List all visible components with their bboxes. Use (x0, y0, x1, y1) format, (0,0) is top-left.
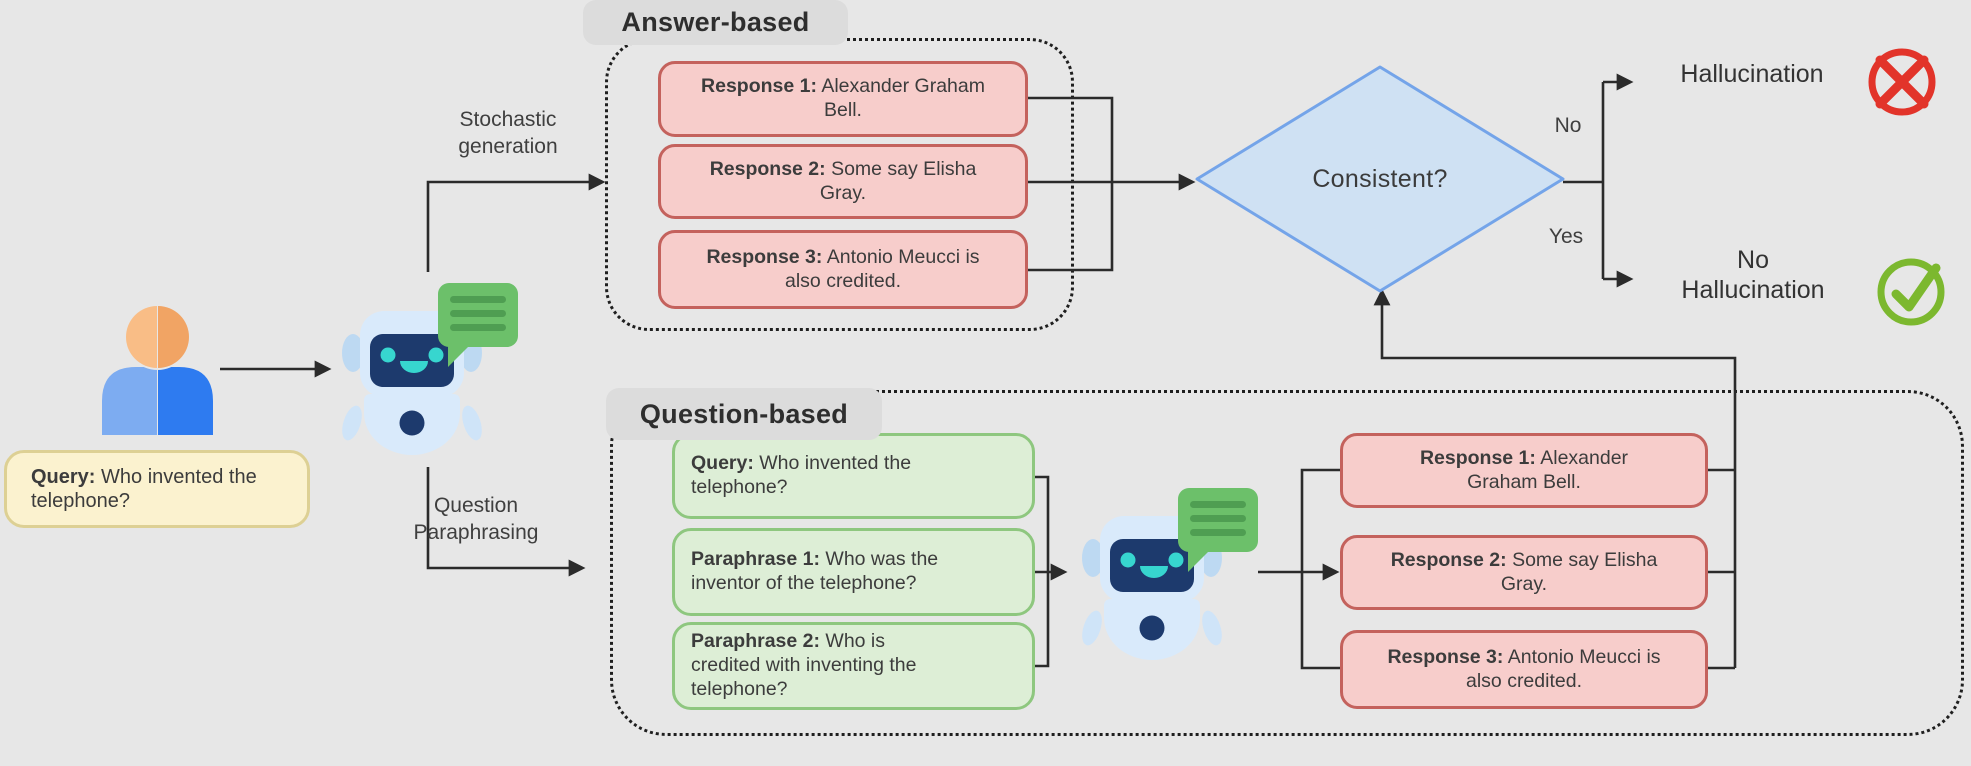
query-text: Who invented the telephone? (31, 465, 257, 512)
chatbot-icon-main (332, 277, 522, 467)
question-query-box: Query: Who invented the telephone? (672, 433, 1035, 519)
response-box-3: Response 3: Antonio Meucci is also credi… (658, 230, 1028, 309)
response-3-prefix: Response 3: (706, 245, 823, 268)
question-based-title: Question-based (606, 388, 882, 440)
feedback-line-to-diamond (1382, 302, 1737, 670)
paraphrase-box-1: Paraphrase 1: Who was the inventor of th… (672, 528, 1035, 616)
qb-response-3-text: Antonio Meucci is also credited. (1466, 645, 1661, 692)
user-icon (102, 305, 213, 435)
response-box-1: Response 1: Alexander Graham Bell. (658, 61, 1028, 137)
answer-based-title: Answer-based (583, 0, 848, 45)
paraphrase-2-text: Who is credited with inventing the telep… (691, 630, 917, 700)
edge-label-question-paraphrasing: Question Paraphrasing (413, 494, 539, 545)
decision-branch-line (1563, 82, 1605, 279)
qb-response-box-1: Response 1: Alexander Graham Bell. (1340, 433, 1708, 508)
qb-response-box-2: Response 2: Some say Elisha Gray. (1340, 535, 1708, 610)
branch-no-label: No (1554, 114, 1582, 137)
question-query-prefix: Query: (691, 452, 754, 475)
cross-icon (1868, 48, 1936, 116)
arrow-bot-to-question-based (426, 467, 586, 577)
qb-response-1-text: Alexander Graham Bell. (1467, 446, 1629, 493)
qb-response-1-prefix: Response 1: (1419, 446, 1536, 469)
bot2-responses-fanout-line (1300, 468, 1340, 670)
query-prefix: Query: (31, 465, 96, 488)
response-1-prefix: Response 1: (701, 75, 817, 98)
chatbot-icon-paraphrase (1072, 482, 1262, 672)
qb-response-2-prefix: Response 2: (1390, 548, 1507, 571)
response-3-text: Antonio Meucci is also credited. (785, 245, 980, 292)
hallucination-label: Hallucination (1680, 60, 1824, 88)
arrow-bot-to-answer-based (426, 173, 606, 272)
paraphrase-box-2: Paraphrase 2: Who is credited with inven… (672, 622, 1035, 710)
paraphrase-1-prefix: Paraphrase 1: (691, 548, 820, 571)
qb-response-3-prefix: Response 3: (1387, 645, 1504, 668)
user-query-box: Query: Who invented the telephone? (4, 450, 310, 528)
paraphrase-2-prefix: Paraphrase 2: (691, 630, 820, 653)
qb-response-2-text: Some say Elisha Gray. (1500, 548, 1658, 595)
no-hallucination-label: No Hallucination (1681, 246, 1825, 304)
paraphrase-1-text: Who was the inventor of the telephone? (691, 548, 939, 594)
user-head-left (126, 306, 157, 368)
question-based-container (610, 390, 1964, 736)
user-head-right (158, 306, 189, 368)
response-2-prefix: Response 2: (709, 157, 826, 180)
user-body-right (158, 367, 213, 435)
response-1-text: Alexander Graham Bell. (821, 75, 985, 121)
response-2-text: Some say Elisha Gray. (819, 157, 977, 204)
check-icon (1877, 258, 1945, 326)
answer-responses-merge-line (1028, 96, 1114, 272)
question-query-text: Who invented the telephone? (691, 452, 912, 498)
qb-response-box-3: Response 3: Antonio Meucci is also credi… (1340, 630, 1708, 709)
user-body-left (102, 367, 157, 435)
response-box-2: Response 2: Some say Elisha Gray. (658, 144, 1028, 219)
decision-label: Consistent? (1312, 164, 1448, 193)
edge-label-stochastic-generation: Stochastic generation (458, 108, 558, 159)
branch-yes-label: Yes (1548, 225, 1584, 248)
